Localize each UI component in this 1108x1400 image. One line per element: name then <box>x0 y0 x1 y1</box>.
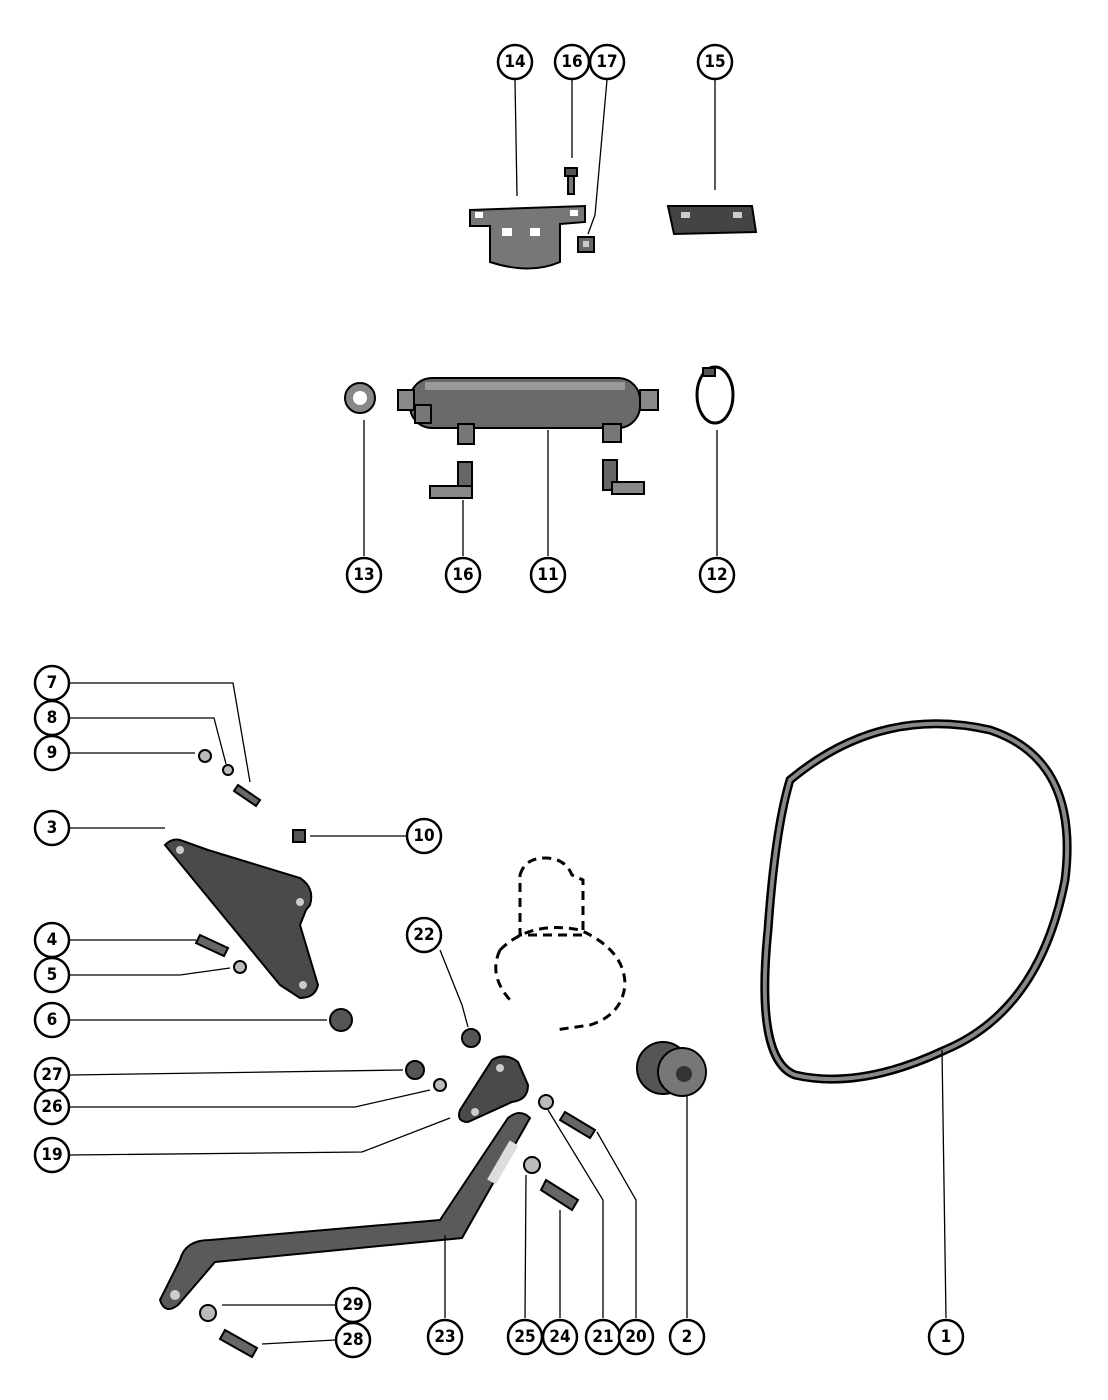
svg-text:27: 27 <box>41 1065 62 1085</box>
svg-text:15: 15 <box>704 52 725 72</box>
washer-8 <box>222 764 234 776</box>
svg-text:6: 6 <box>47 1010 58 1030</box>
callout-13: 13 <box>345 556 383 594</box>
svg-text:20: 20 <box>625 1327 646 1347</box>
washer-5 <box>233 960 247 974</box>
washer-25 <box>523 1156 541 1174</box>
clamp-13 <box>344 382 376 414</box>
leader-lines <box>69 79 947 1345</box>
svg-text:23: 23 <box>434 1327 455 1347</box>
nut-22 <box>461 1028 481 1048</box>
bolt-4 <box>194 933 230 958</box>
callout-17: 17 <box>588 43 626 81</box>
callout-20: 20 <box>617 1318 655 1356</box>
svg-text:19: 19 <box>41 1145 62 1165</box>
drive-belt-1 <box>760 719 1072 1084</box>
svg-text:5: 5 <box>47 965 58 985</box>
bolt-20 <box>558 1110 597 1140</box>
plate-19 <box>458 1055 530 1124</box>
bolt-28 <box>218 1328 259 1359</box>
callout-4: 4 <box>33 921 71 959</box>
callout-12: 12 <box>698 556 736 594</box>
nut-17 <box>577 236 595 253</box>
svg-text:28: 28 <box>342 1330 363 1350</box>
callout-23: 23 <box>426 1318 464 1356</box>
elbow-fitting-right <box>602 459 645 495</box>
callout-15: 15 <box>696 43 734 81</box>
svg-text:9: 9 <box>47 743 58 763</box>
svg-text:1: 1 <box>941 1327 952 1347</box>
svg-text:17: 17 <box>596 52 617 72</box>
bolt-24 <box>539 1178 580 1212</box>
nut-10 <box>292 829 306 843</box>
callout-21: 21 <box>584 1318 622 1356</box>
svg-text:12: 12 <box>706 565 727 585</box>
svg-text:8: 8 <box>47 708 58 728</box>
callout-1: 1 <box>927 1318 965 1356</box>
callout-26: 26 <box>33 1088 71 1126</box>
svg-text:4: 4 <box>47 930 58 950</box>
svg-text:16: 16 <box>561 52 582 72</box>
callout-29: 29 <box>334 1286 372 1324</box>
callout-24: 24 <box>541 1318 579 1356</box>
washer-29 <box>199 1304 217 1322</box>
svg-text:2: 2 <box>682 1327 693 1347</box>
svg-text:26: 26 <box>41 1097 62 1117</box>
svg-text:11: 11 <box>537 565 558 585</box>
svg-text:14: 14 <box>504 52 525 72</box>
pulley-hub-2 <box>636 1041 707 1097</box>
nut-27 <box>405 1060 425 1080</box>
clamp-pad-15 <box>666 205 758 236</box>
washer-21 <box>538 1094 554 1110</box>
bolt-7 <box>232 783 262 808</box>
svg-text:21: 21 <box>592 1327 613 1347</box>
callout-16: 16 <box>553 43 591 81</box>
callout-28: 28 <box>334 1321 372 1359</box>
callout-14: 14 <box>496 43 534 81</box>
callout-5: 5 <box>33 956 71 994</box>
bracket-3 <box>163 838 320 1000</box>
svg-text:10: 10 <box>413 826 434 846</box>
washer-9 <box>198 749 212 763</box>
svg-text:16: 16 <box>452 565 473 585</box>
callout-6: 6 <box>33 1001 71 1039</box>
callout-25: 25 <box>506 1318 544 1356</box>
svg-text:24: 24 <box>549 1327 570 1347</box>
svg-text:3: 3 <box>47 818 58 838</box>
adjusting-arm-23 <box>158 1112 532 1310</box>
spacer-6 <box>329 1008 353 1032</box>
hose-clamp-12 <box>695 365 735 425</box>
alternator-outline <box>494 856 627 1032</box>
svg-text:7: 7 <box>47 673 58 693</box>
callout-2: 2 <box>668 1318 706 1356</box>
oil-cooler-11 <box>397 377 659 445</box>
callout-7: 7 <box>33 664 71 702</box>
svg-text:29: 29 <box>342 1295 363 1315</box>
elbow-fitting-16-left <box>429 461 473 499</box>
svg-text:25: 25 <box>514 1327 535 1347</box>
callout-10: 10 <box>405 817 443 855</box>
callout-9: 9 <box>33 734 71 772</box>
callout-19: 19 <box>33 1136 71 1174</box>
callout-22: 22 <box>405 916 443 954</box>
callout-27: 27 <box>33 1056 71 1094</box>
washer-26 <box>433 1078 447 1092</box>
callout-3: 3 <box>33 809 71 847</box>
svg-text:13: 13 <box>353 565 374 585</box>
svg-text:22: 22 <box>413 925 434 945</box>
callout-8: 8 <box>33 699 71 737</box>
mounting-bracket-14 <box>469 204 586 270</box>
callout-11: 11 <box>529 556 567 594</box>
callout-16-fitting: 16 <box>444 556 482 594</box>
screw-16 <box>564 167 578 195</box>
